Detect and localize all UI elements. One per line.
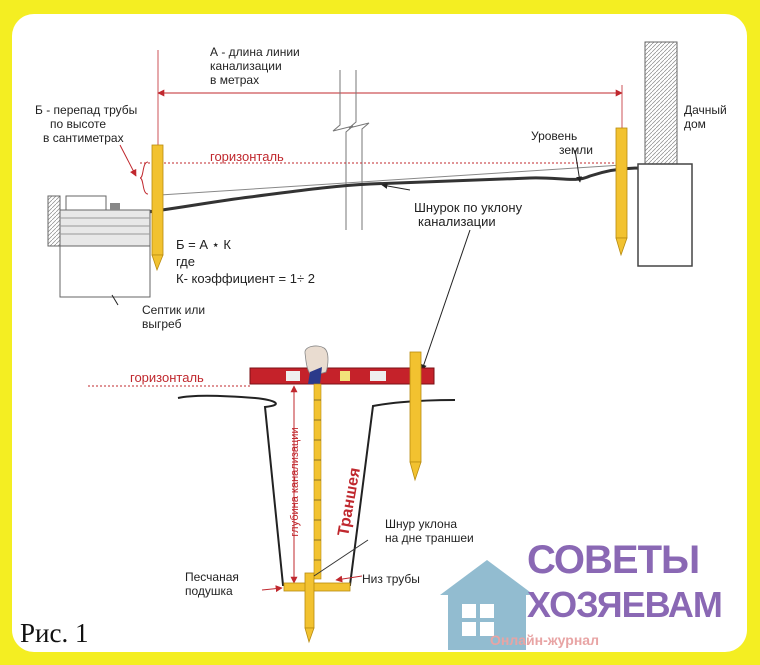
logo-line3: Онлайн-журнал (490, 632, 599, 648)
stake-trench-bottom (304, 572, 315, 644)
slope-string (159, 164, 623, 196)
hand-icon (304, 345, 329, 377)
length-a-label: А - длина линии канализации в метрах (210, 45, 300, 87)
drop-brace (139, 161, 149, 195)
horizontal-bottom-label: горизонталь (130, 370, 204, 385)
logo-line1: СОВЕТЫ (527, 538, 700, 582)
stake-level-side (409, 351, 422, 482)
bottom-slope-string (313, 539, 369, 577)
sand-cushion (283, 582, 351, 592)
sand-cushion-label: Песчаная подушка (185, 570, 239, 598)
logo-house-icon (440, 560, 534, 650)
tape-measure (313, 383, 322, 580)
septic-tank (47, 195, 151, 298)
drop-b-label: Б - перепад трубы по высоте в сантиметра… (35, 103, 138, 145)
depth-label: глубина канализации (289, 427, 301, 537)
spirit-level (249, 367, 435, 385)
break-symbol (332, 70, 370, 230)
figure-caption: Рис. 1 (20, 618, 89, 648)
string-slope-label: Шнурок по уклону канализации (414, 200, 523, 229)
horizontal-top-label: горизонталь (210, 149, 284, 164)
ground-profile (139, 166, 641, 215)
diagram-panel (12, 14, 747, 652)
logo-line2: ХОЗЯЕВАМ (527, 584, 723, 625)
septic-label: Септик или выгреб (142, 303, 206, 331)
bottom-string-label: Шнур уклона на дне траншеи (385, 517, 474, 545)
ground-bottom (177, 394, 456, 586)
dacha-house (637, 41, 693, 267)
ground-level-label: Уровень земли (531, 129, 593, 157)
formula-label: Б = А ⋆ К где К- коэффициент = 1÷ 2 (176, 237, 315, 286)
dacha-house-label: Дачный дом (684, 103, 727, 131)
stake-right-top (615, 127, 628, 257)
pipe-bottom-label: Низ трубы (362, 572, 420, 586)
stake-left-top (151, 144, 164, 272)
